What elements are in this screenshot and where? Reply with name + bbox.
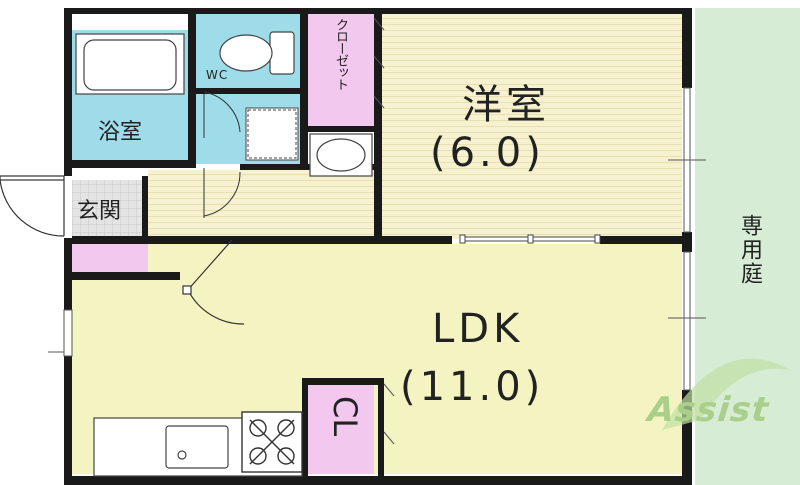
ldk-room-name: LDK — [432, 306, 524, 352]
garden-area — [695, 8, 800, 485]
entrance-door — [0, 175, 65, 237]
logo-swoosh — [662, 358, 790, 430]
assist-logo: Assist — [645, 390, 772, 430]
western-room-size: (6.0) — [430, 130, 545, 176]
entrance-name: 玄関 — [77, 199, 122, 224]
closet-floor — [308, 14, 374, 126]
western-room-name: 洋室 — [462, 82, 550, 128]
toilet — [219, 31, 295, 75]
bath-room-name: 浴室 — [98, 120, 143, 145]
entrance-floor — [72, 180, 142, 236]
cl-name: CL — [326, 396, 364, 437]
ldk-door — [182, 239, 245, 325]
western-room-floor — [380, 14, 682, 239]
sliding-door — [459, 234, 601, 244]
ldk-room-size: (11.0) — [400, 364, 545, 410]
window-marks — [48, 159, 706, 353]
bathtub — [75, 33, 185, 95]
washbasin — [309, 133, 373, 177]
garden-name: 専用庭 — [737, 214, 762, 286]
closet-name: クローゼット — [333, 18, 348, 90]
closet-doors — [373, 17, 395, 445]
washroom-doors — [203, 91, 241, 218]
washing-machine — [245, 107, 299, 161]
stove — [241, 411, 303, 473]
hall-pink-area — [72, 240, 148, 274]
walls — [64, 8, 692, 485]
wc-room-name: WC — [206, 68, 229, 82]
cl-floor — [308, 384, 374, 474]
hall-floor — [148, 170, 380, 240]
